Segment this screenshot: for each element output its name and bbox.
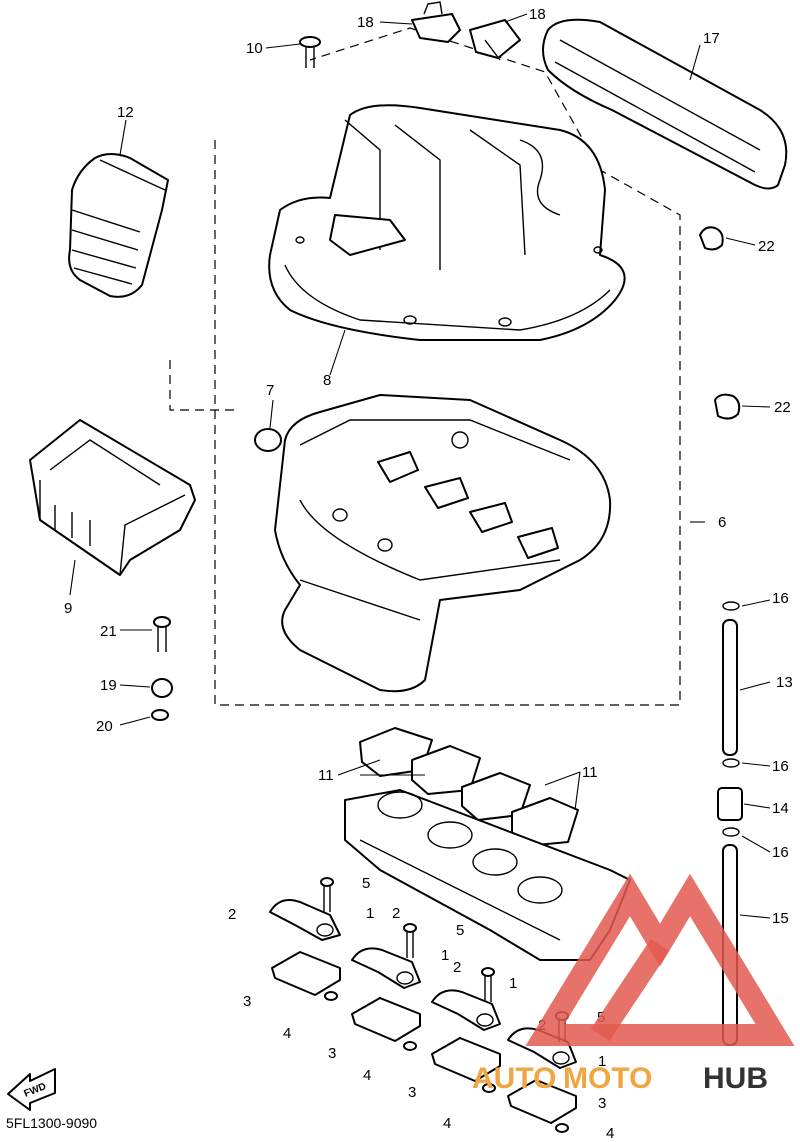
intake-duct-17: [542, 18, 788, 190]
clamps-16: [722, 601, 740, 837]
collar-20: [151, 709, 169, 721]
callout-17: 17: [703, 30, 720, 47]
callout-22-a: 22: [758, 238, 775, 255]
holder-set-c: [431, 967, 501, 1093]
watermark-logo: AUTO MOTO HUB: [472, 873, 795, 1095]
bolt-21: [153, 616, 171, 652]
callout-3-a: 3: [243, 993, 251, 1010]
callout-1-b: 1: [441, 947, 449, 964]
clip-18-a: [411, 1, 461, 43]
holder-set-a: [269, 877, 341, 1001]
watermark-text-moto: MOTO: [563, 1062, 652, 1095]
callout-4-b: 4: [363, 1067, 371, 1084]
plug-7: [254, 428, 282, 452]
clip-18-b: [469, 19, 521, 61]
callout-1-d: 1: [598, 1053, 606, 1070]
callout-9: 9: [64, 600, 72, 617]
duct-boot-12: [68, 153, 169, 298]
gasket-11-set: [359, 727, 579, 847]
callout-5-b: 5: [456, 922, 464, 939]
fwd-arrow-icon: FWD: [7, 1068, 56, 1111]
callout-numbers: 10 18 18 17 12 22 22 8 7 9 6 21 19 20 16…: [64, 6, 793, 1142]
check-valve-14: [717, 787, 743, 821]
callout-16-c: 16: [772, 844, 789, 861]
callout-5-a: 5: [362, 875, 370, 892]
air-filter-element-9: [29, 419, 196, 576]
callout-8: 8: [323, 372, 331, 389]
callout-2-c: 2: [453, 959, 461, 976]
callout-16-b: 16: [772, 758, 789, 775]
callout-2-b: 2: [392, 905, 400, 922]
callout-19: 19: [100, 677, 117, 694]
callout-22-b: 22: [774, 399, 791, 416]
callout-21: 21: [100, 623, 117, 640]
callout-3-b: 3: [328, 1045, 336, 1062]
callout-12: 12: [117, 104, 134, 121]
holder-set-b: [351, 923, 421, 1051]
holder-set-d: [507, 1011, 577, 1133]
callout-13: 13: [776, 674, 793, 691]
hose-13: [722, 619, 738, 756]
watermark-text-hub: HUB: [703, 1062, 768, 1095]
callout-18-b: 18: [529, 6, 546, 23]
callout-4-d: 4: [606, 1125, 614, 1142]
callout-15: 15: [772, 910, 789, 927]
screw-10: [299, 36, 321, 68]
callout-11-a: 11: [318, 767, 334, 784]
diagram-code: 5FL1300-9090: [6, 1115, 97, 1131]
grommet-22-a: [699, 226, 724, 251]
assembly-boundary: [169, 27, 681, 706]
callout-10: 10: [246, 40, 263, 57]
callout-18-a: 18: [357, 14, 374, 31]
callout-3-c: 3: [408, 1084, 416, 1101]
callout-7: 7: [266, 382, 274, 399]
callout-4-a: 4: [283, 1025, 291, 1042]
callout-3-d: 3: [598, 1095, 606, 1112]
callout-16-a: 16: [772, 590, 789, 607]
watermark-text-auto: AUTO: [472, 1062, 556, 1095]
callout-6: 6: [718, 514, 726, 531]
airbox-lower-6: [274, 394, 612, 693]
callout-11-b: 11: [582, 764, 598, 781]
damper-19: [151, 678, 173, 698]
callout-2-a: 2: [228, 906, 236, 923]
airbox-cover-8: [268, 104, 626, 341]
leader-lines: [69, 13, 771, 919]
callout-4-c: 4: [443, 1115, 451, 1132]
callout-20: 20: [96, 718, 113, 735]
grommet-22-b: [714, 393, 741, 420]
callout-14: 14: [772, 800, 789, 817]
callout-1-c: 1: [509, 975, 517, 992]
callout-1-a: 1: [366, 905, 374, 922]
